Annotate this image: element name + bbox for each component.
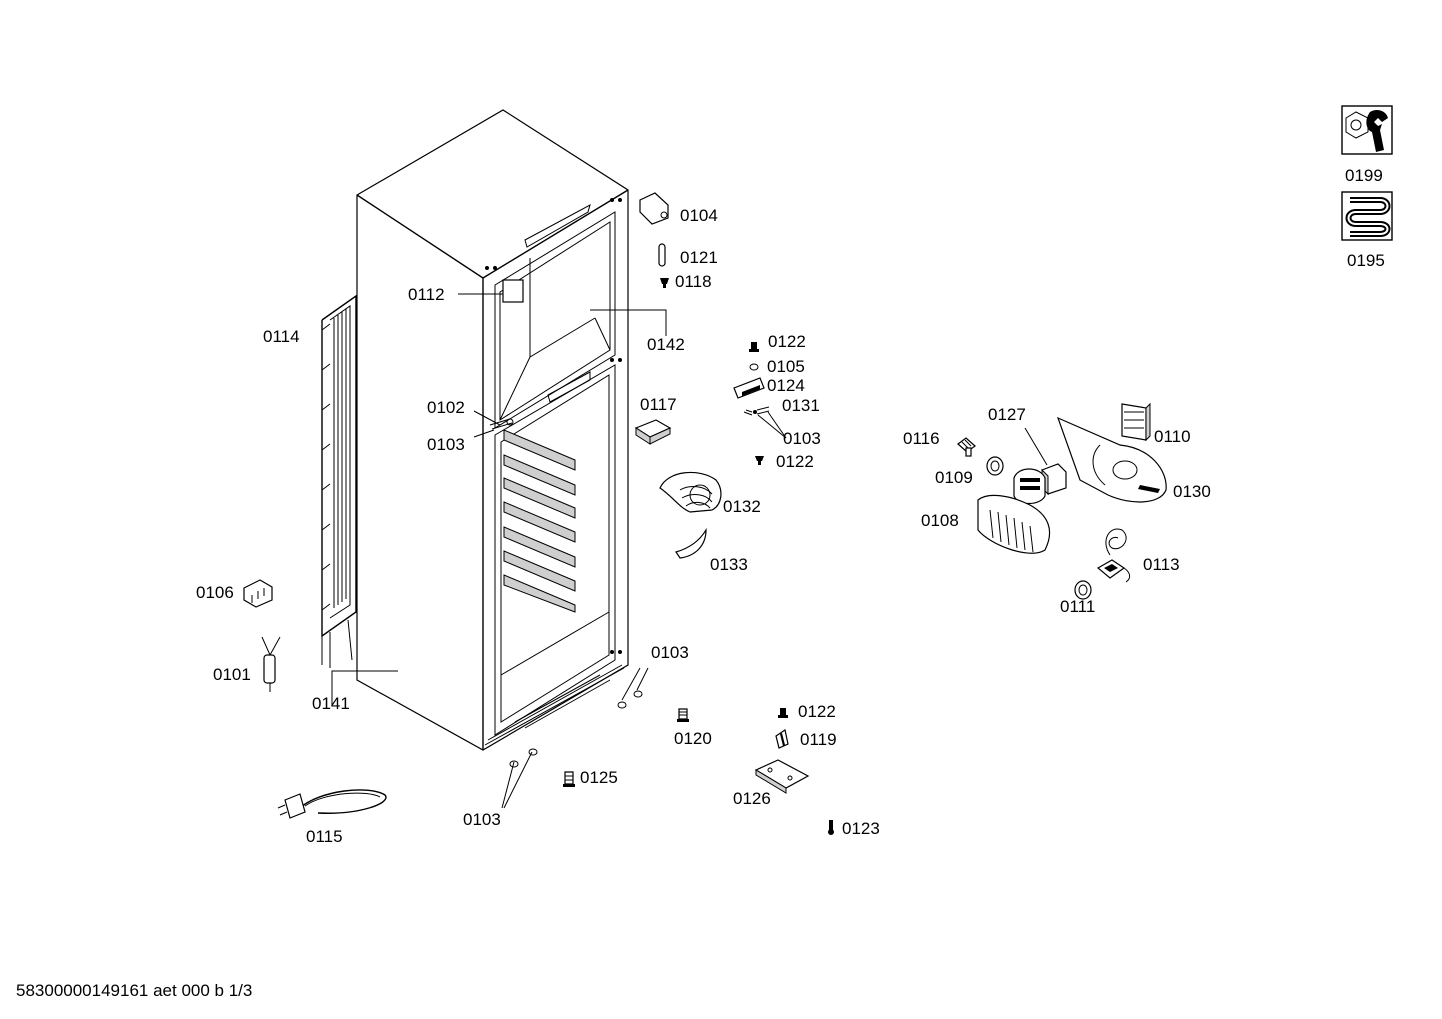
heating-coil-icon xyxy=(1341,191,1393,241)
label-0103-left: 0103 xyxy=(427,435,465,454)
label-0130: 0130 xyxy=(1173,482,1211,501)
label-0133: 0133 xyxy=(710,555,748,574)
part-0122-bottom xyxy=(778,708,788,718)
label-0105: 0105 xyxy=(767,357,805,376)
part-0103-screws xyxy=(743,409,753,416)
label-0124: 0124 xyxy=(767,376,805,395)
label-0117: 0117 xyxy=(640,395,677,414)
label-0114: 0114 xyxy=(263,327,300,346)
part-0116 xyxy=(957,437,976,457)
part-0112-plate xyxy=(502,279,524,303)
part-0130-lamp-cover xyxy=(1056,416,1167,503)
label-0199: 0199 xyxy=(1345,166,1383,185)
part-0133 xyxy=(675,527,707,559)
label-0119: 0119 xyxy=(800,730,837,749)
label-0118: 0118 xyxy=(675,272,712,291)
label-0112: 0112 xyxy=(408,285,445,304)
part-0113-thermostat xyxy=(1096,528,1131,583)
part-0125 xyxy=(563,771,575,787)
part-0122-mid xyxy=(755,456,764,465)
part-0108-diffuser xyxy=(977,494,1051,554)
label-0113: 0113 xyxy=(1143,555,1180,574)
label-0141: 0141 xyxy=(312,694,350,713)
label-0106: 0106 xyxy=(196,583,234,602)
part-0132-fan-housing xyxy=(659,471,722,513)
label-0195: 0195 xyxy=(1347,251,1385,270)
label-0121: 0121 xyxy=(680,248,718,267)
label-0120: 0120 xyxy=(674,729,712,748)
part-0124 xyxy=(733,377,765,399)
label-0122-mid: 0122 xyxy=(776,452,814,471)
label-0142: 0142 xyxy=(647,335,685,354)
label-0104: 0104 xyxy=(680,206,718,225)
condenser-0114 xyxy=(321,294,357,668)
part-0105 xyxy=(749,363,759,371)
label-0103-bottom: 0103 xyxy=(463,810,501,829)
part-0131 xyxy=(753,406,770,415)
label-0116: 0116 xyxy=(903,429,940,448)
part-0119 xyxy=(775,729,789,749)
label-0102: 0102 xyxy=(427,398,465,417)
part-0102 xyxy=(489,418,514,430)
part-0121 xyxy=(658,243,666,267)
part-0123 xyxy=(828,820,834,835)
label-0132: 0132 xyxy=(723,497,761,516)
part-0109 xyxy=(986,456,1004,476)
part-0104 xyxy=(639,192,669,225)
label-0125: 0125 xyxy=(580,768,618,787)
label-0103-lower: 0103 xyxy=(651,643,689,662)
part-0120 xyxy=(677,708,689,722)
label-0103-right: 0103 xyxy=(783,429,821,448)
part-0110 xyxy=(1121,402,1151,442)
label-0131: 0131 xyxy=(782,396,820,415)
part-0106 xyxy=(243,579,273,608)
part-0118 xyxy=(660,278,669,288)
label-0109: 0109 xyxy=(935,468,973,487)
label-0108: 0108 xyxy=(921,511,959,530)
leader-lines xyxy=(331,293,1048,809)
label-0127: 0127 xyxy=(988,405,1026,424)
part-0117 xyxy=(634,419,672,445)
part-0126-hinge xyxy=(754,759,810,794)
label-0123: 0123 xyxy=(842,819,880,838)
label-0115: 0115 xyxy=(306,827,343,846)
part-0111 xyxy=(1074,580,1092,600)
label-0101: 0101 xyxy=(213,665,251,684)
part-0122-top xyxy=(749,342,759,352)
part-0103-holes-lower xyxy=(509,690,643,768)
part-0115-power-cord xyxy=(277,789,387,819)
part-0101 xyxy=(261,636,281,692)
label-0110: 0110 xyxy=(1154,427,1191,446)
label-0111: 0111 xyxy=(1060,597,1096,616)
part-0109b-lamp-socket xyxy=(1013,468,1046,505)
label-0122-top: 0122 xyxy=(768,332,806,351)
drawing-reference-footer: 58300000149161 aet 000 b 1/3 xyxy=(16,981,253,1000)
label-0126: 0126 xyxy=(733,789,771,808)
wrench-nut-icon xyxy=(1341,105,1393,155)
label-0122-bottom: 0122 xyxy=(798,702,836,721)
